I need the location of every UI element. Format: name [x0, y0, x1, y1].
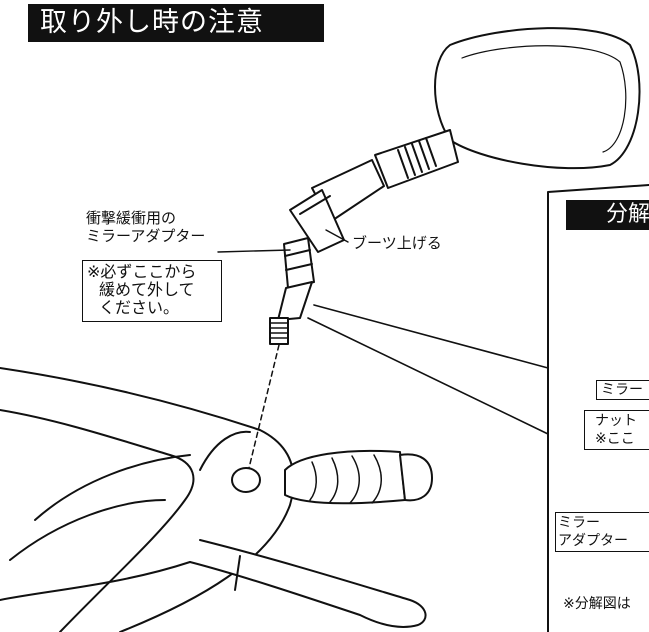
adapter-detail-line2: アダプター [558, 533, 628, 549]
adapter-bolt [269, 317, 289, 345]
mirror-head [434, 27, 641, 170]
adapter-detail-line1: ミラー [558, 515, 600, 531]
adapter-label-line1: 衝撃緩衝用の [86, 209, 177, 227]
brake-lever [189, 539, 427, 628]
nut-label-line1: ナット [595, 413, 637, 429]
adapter-body [277, 281, 313, 321]
nut-label-line2: ※ここ [595, 431, 635, 447]
warning-box: ※必ずここから 緩めて外して ください。 [82, 260, 222, 322]
nut-label-box: ナット ※ここ [584, 410, 649, 450]
adapter-nut [283, 237, 315, 289]
mirror-label-box: ミラー [596, 380, 649, 400]
adapter-label-line2: ミラーアダプター [86, 227, 206, 245]
handlebar-housing [0, 367, 295, 632]
page-title: 取り外し時の注意 [28, 4, 324, 42]
boot-label: ブーツ上げる [352, 234, 442, 252]
mirror-label: ミラー [601, 382, 643, 398]
warning-line2: 緩めて外して [99, 280, 195, 299]
warning-line3: ください。 [99, 298, 180, 317]
panel-note: ※分解図は [563, 596, 631, 612]
mount-hole [231, 467, 261, 493]
panel-title: 分解 [566, 200, 649, 230]
warning-line1: ※必ずここから [87, 262, 197, 281]
mount-dashed-line [247, 344, 280, 473]
adapter-detail-box: ミラー アダプター [555, 512, 649, 552]
handlebar-grip [284, 449, 406, 505]
detail-panel-border [547, 184, 649, 632]
